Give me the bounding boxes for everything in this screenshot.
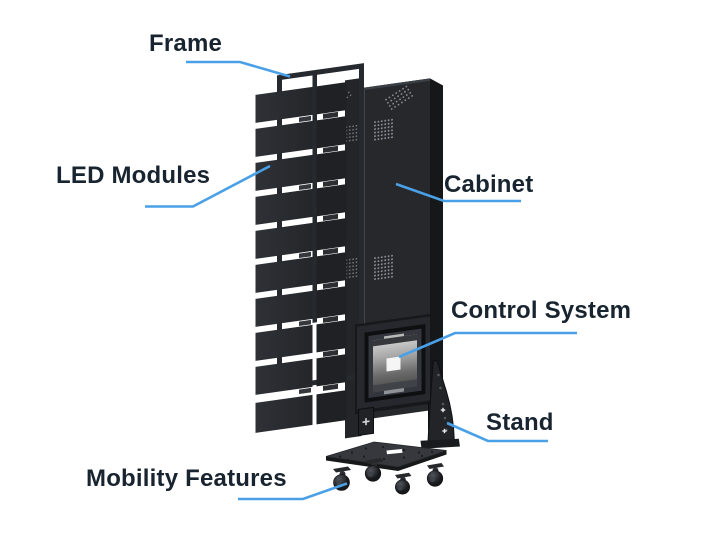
caster-wheel	[394, 472, 412, 495]
caster-wheel	[426, 463, 444, 487]
control-system-box	[355, 313, 435, 415]
cabinet-side-face	[430, 78, 443, 415]
mobility-callout-line	[238, 482, 348, 501]
media-player-device	[373, 333, 417, 395]
mobility-features-label: Mobility Features	[86, 465, 287, 492]
control-system-callout-line	[398, 331, 577, 359]
frame-callout-line	[186, 60, 291, 78]
stand-label: Stand	[486, 409, 554, 436]
caster-wheel	[364, 458, 384, 482]
cabinet-label: Cabinet	[444, 171, 534, 198]
led-modules	[255, 82, 347, 433]
control-system-label: Control System	[451, 297, 632, 324]
cabinet-callout-line	[395, 182, 521, 203]
frame-label: Frame	[149, 30, 223, 57]
led-modules-callout-line	[145, 164, 271, 208]
stand-callout-line	[446, 421, 548, 443]
led-modules-label: LED Modules	[56, 162, 211, 189]
